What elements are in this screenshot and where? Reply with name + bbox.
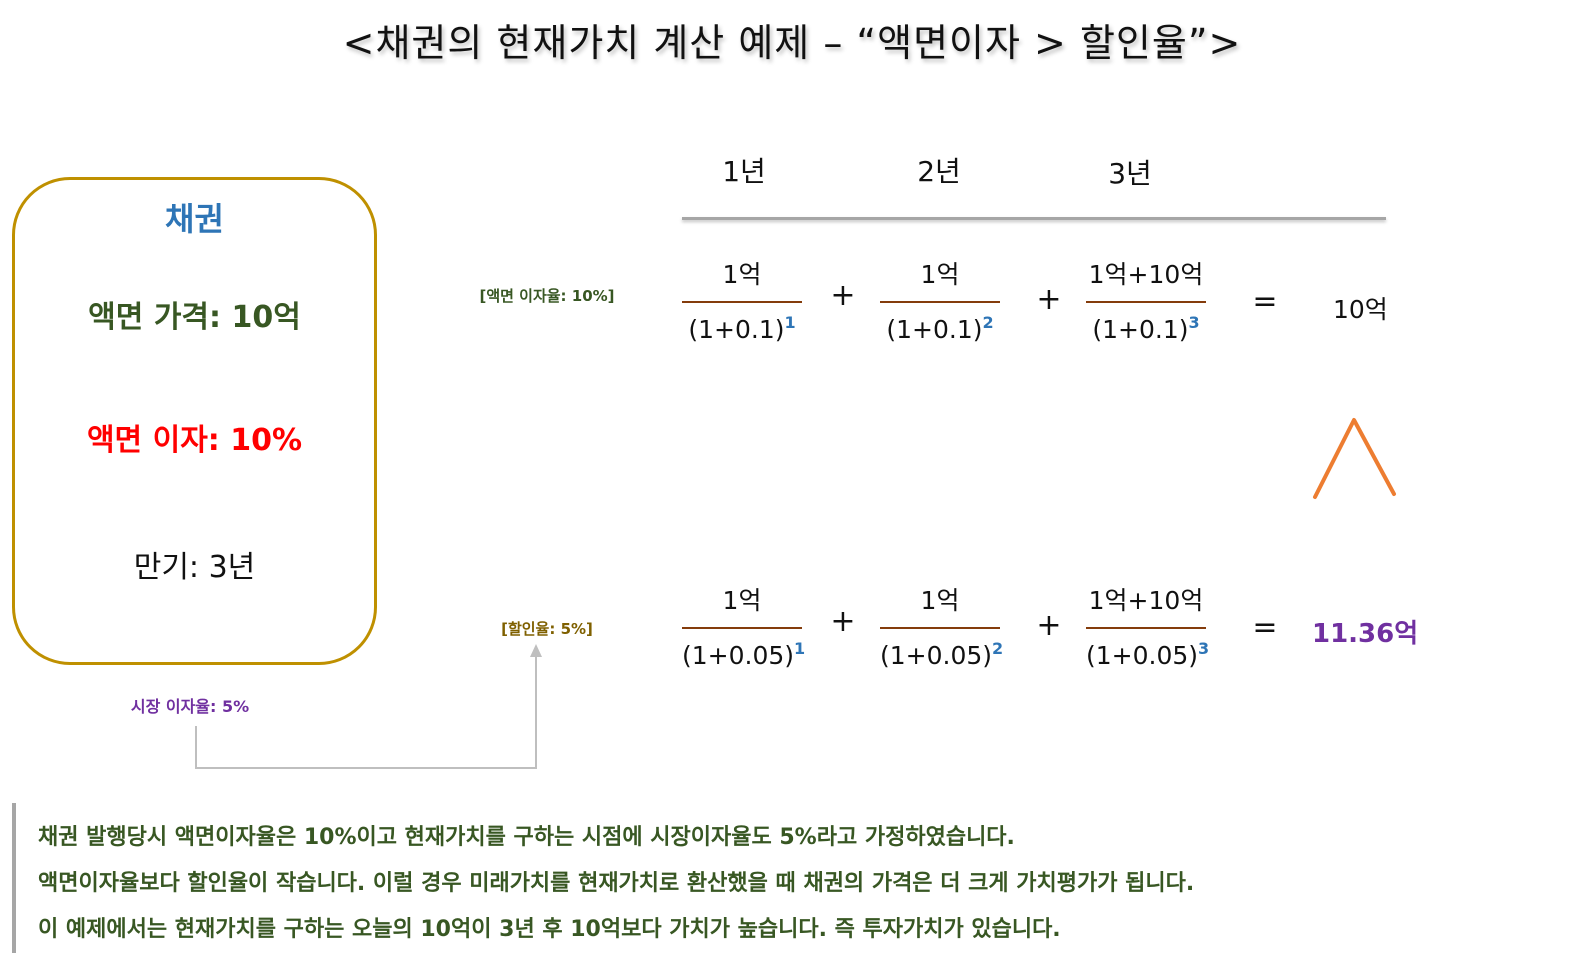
note-line-1: 채권 발행당시 액면이자율은 10%이고 현재가치를 구하는 시점에 시장이자율…	[38, 825, 1015, 850]
exponent: 1	[794, 639, 806, 658]
denominator: (1+0.05)3	[1086, 639, 1210, 670]
exponent: 3	[1198, 639, 1210, 658]
fraction-bar	[682, 301, 802, 303]
plus-sign: +	[830, 604, 856, 639]
timeline-line	[682, 217, 1386, 220]
coupon-term-2: 1억 (1+0.1)2	[880, 255, 1000, 344]
discount-result: 11.36억	[1312, 619, 1419, 649]
equals-sign: =	[1252, 610, 1278, 645]
page-title: <채권의 현재가치 계산 예제 – “액면이자 > 할인율”>	[342, 21, 1242, 65]
note-line-3: 이 예제에서는 현재가치를 구하는 오늘의 10억이 3년 후 10억보다 가치…	[38, 917, 1061, 942]
fraction-bar	[1086, 627, 1206, 629]
denominator: (1+0.1)2	[886, 313, 994, 344]
coupon-rate-row-label: [액면 이자율: 10%]	[479, 287, 615, 305]
note-accent-bar	[12, 803, 16, 953]
year-1-label: 1년	[722, 155, 766, 188]
maturity-label: 만기: 3년	[133, 550, 256, 585]
exponent: 2	[992, 639, 1004, 658]
discount-rate-row-label: [할인율: 5%]	[501, 620, 593, 638]
coupon-term-3: 1억+10억 (1+0.1)3	[1086, 255, 1206, 344]
discount-term-3: 1억+10억 (1+0.05)3	[1086, 581, 1210, 670]
fraction-bar	[880, 627, 1000, 629]
exponent: 3	[1188, 313, 1200, 332]
numerator: 1억	[920, 260, 960, 289]
year-2-label: 2년	[917, 155, 961, 188]
coupon-rate-label: 액면 이자: 10%	[86, 423, 303, 458]
market-rate-label: 시장 이자율: 5%	[130, 697, 250, 716]
fraction-bar	[880, 301, 1000, 303]
numerator: 1억	[920, 586, 960, 615]
denominator: (1+0.1)3	[1092, 313, 1200, 344]
coupon-term-1: 1억 (1+0.1)1	[682, 255, 802, 344]
numerator: 1억+10억	[1088, 586, 1204, 615]
bond-title: 채권	[165, 200, 224, 238]
exponent: 2	[982, 313, 994, 332]
bond-info-box: 채권 액면 가격: 10억 액면 이자: 10% 만기: 3년	[12, 177, 377, 665]
fraction-bar	[1086, 301, 1206, 303]
numerator: 1억	[722, 586, 762, 615]
plus-sign: +	[1036, 282, 1062, 317]
denominator: (1+0.05)2	[880, 639, 1004, 670]
discount-term-1: 1억 (1+0.05)1	[682, 581, 806, 670]
face-value-label: 액면 가격: 10억	[88, 300, 301, 335]
fraction-bar	[682, 627, 802, 629]
year-3-label: 3년	[1108, 157, 1152, 190]
denominator: (1+0.1)1	[688, 313, 796, 344]
coupon-result: 10억	[1333, 295, 1388, 324]
note-line-2: 액면이자율보다 할인율이 작습니다. 이럴 경우 미래가치를 현재가치로 환산했…	[38, 871, 1195, 896]
exponent: 1	[784, 313, 796, 332]
numerator: 1억+10억	[1088, 260, 1204, 289]
numerator: 1억	[722, 260, 762, 289]
discount-term-2: 1억 (1+0.05)2	[880, 581, 1004, 670]
equals-sign: =	[1252, 284, 1278, 319]
greater-than-caret-icon	[1313, 418, 1396, 499]
explanation-notes: 채권 발행당시 액면이자율은 10%이고 현재가치를 구하는 시점에 시장이자율…	[38, 815, 1558, 953]
plus-sign: +	[830, 278, 856, 313]
plus-sign: +	[1036, 608, 1062, 643]
denominator: (1+0.05)1	[682, 639, 806, 670]
